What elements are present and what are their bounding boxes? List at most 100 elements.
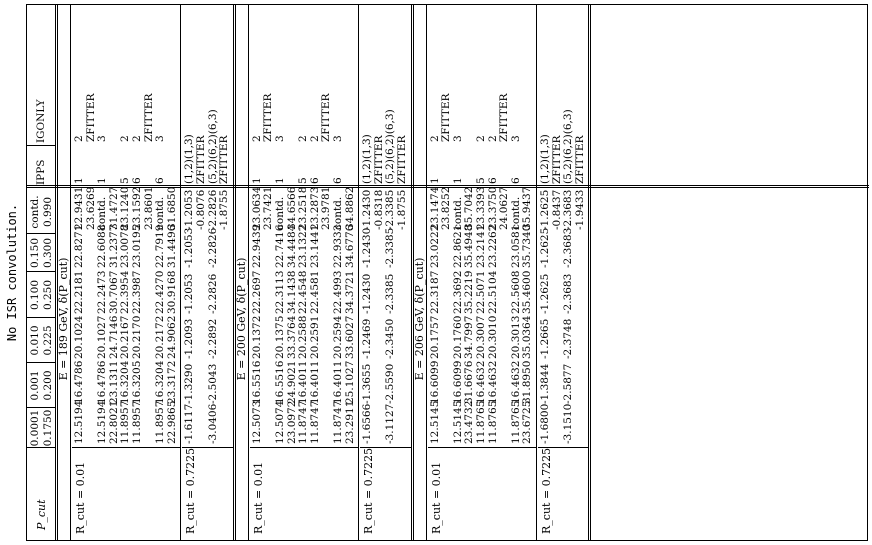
table-cell: 34.3721 (343, 270, 356, 314)
table-cell: 23.1240 (119, 186, 132, 230)
table-cell: 16.5516 (274, 360, 286, 404)
table-cell: 16.4786 (96, 360, 109, 404)
ipps-cell: (5,2)(6,2)(6,3) (562, 109, 575, 184)
table-cell: 12.5074 (274, 400, 286, 444)
pcut-value-bottom: 0.250 (42, 279, 54, 311)
table-cell: 23.0195 (131, 224, 143, 268)
table-cell: 24.7146 (107, 315, 120, 359)
ipps-cell: 5 (119, 177, 132, 184)
table-cell: 22.7416 (274, 224, 286, 268)
table-cell: 35.2219 (463, 270, 476, 314)
table-cell: 23.2141 (475, 224, 487, 268)
table-cell: contd. (154, 196, 167, 230)
table-cell: 31.2377 (107, 224, 120, 268)
table-cell: 16.6099 (451, 360, 464, 404)
table-cell: -1.2430 (361, 189, 374, 230)
table-cell: 11.8957 (131, 400, 143, 444)
table-cell: -2.5877 (562, 363, 575, 404)
rcut-label: R_cut = 0.01 (74, 461, 87, 534)
ipps-cell: 1 (451, 177, 464, 184)
table-cell: 11.8957 (154, 400, 167, 444)
table-cell: 22.9439 (250, 224, 263, 268)
table-cell: 22.5071 (475, 270, 487, 314)
table-cell: 22.8021 (107, 400, 120, 444)
table-cell: -2.5590 (384, 363, 397, 404)
table-cell: 23.1441 (308, 224, 321, 268)
ipps-cell: 6 (486, 177, 499, 184)
ipps-cell: 1 (428, 177, 441, 184)
table-cell: 11.8765 (475, 400, 487, 444)
table-cell: 31.8950 (521, 360, 534, 404)
table-cell: 23.0581 (509, 224, 522, 268)
table-cell: -1.3844 (539, 363, 551, 404)
table-cell: -2.2892 (206, 318, 219, 359)
table-cell: contd. (332, 196, 344, 230)
ipps-cell: 5 (475, 177, 487, 184)
table-cell: 20.1024 (73, 315, 85, 359)
table-cell: 23.3172 (165, 360, 178, 404)
pcut-value-top: contd. (29, 195, 41, 229)
rcut-label: R_cut = 0.7225 (540, 447, 553, 534)
table-cell: 16.3204 (119, 360, 132, 404)
ipps-cell: (1,2)(1,3) (539, 134, 551, 184)
table-cell: 22.2181 (73, 270, 85, 314)
table-cell: 24.9021 (285, 360, 298, 404)
pcut-value-top: 0.001 (29, 370, 41, 401)
pcut-value-bottom: 0.200 (42, 370, 54, 401)
table-cell: -2.3683 (562, 189, 575, 230)
ipps-cell: (1,2)(1,3) (183, 134, 196, 184)
ipps-cell: 1 (250, 177, 263, 184)
table-cell: 35.4600 (521, 270, 534, 314)
table-cell: -1.2430 (361, 273, 374, 314)
table-cell: -2.3683 (562, 227, 575, 268)
column-rule (427, 447, 536, 448)
igonly-cell: 2 (250, 135, 263, 142)
ipps-cell: 6 (308, 177, 321, 184)
table-cell: 22.9333 (332, 224, 344, 268)
table-cell: -2.3748 (562, 318, 575, 359)
ipps-cell: ZFITTER (195, 135, 207, 184)
column-rule (27, 145, 55, 146)
pcut-value-top: 0.100 (29, 279, 41, 311)
table-cell: 20.1372 (250, 315, 263, 359)
igonly-cell: 2 (297, 135, 310, 142)
table-cell: -3.1127 (384, 403, 397, 444)
table-cell: 16.3204 (154, 360, 167, 404)
rule-line (536, 5, 537, 540)
table-cell: 23.8252 (440, 186, 453, 230)
table-cell: 23.0222 (428, 224, 441, 268)
table-cell: 23.8601 (142, 186, 155, 230)
column-rule (27, 233, 55, 234)
igonly-cell: 2 (119, 135, 132, 142)
table-cell: 11.8747 (308, 400, 321, 444)
ipps-cell: (1,2)(1,3) (361, 134, 374, 184)
igonly-cell: 2 (475, 135, 487, 142)
table-cell: contd. (274, 196, 286, 230)
table-cell: -1.2625 (539, 273, 551, 314)
ipps-cell: 1 (274, 177, 286, 184)
table-cell: 22.4581 (308, 270, 321, 314)
table-cell: 34.8862 (343, 186, 356, 230)
table-cell: 23.1474 (428, 186, 441, 230)
table-cell: 23.0078 (119, 224, 132, 268)
table-cell: -2.2826 (206, 227, 219, 268)
table-cell: -1.6566 (361, 403, 374, 444)
table-cell: 30.7067 (107, 270, 120, 314)
table-cell: 16.3205 (131, 360, 143, 404)
table-cell: -2.2826 (206, 273, 219, 314)
table-cell: 23.3393 (475, 186, 487, 230)
igonly-cell: 2 (428, 135, 441, 142)
igonly-cell: 3 (96, 135, 109, 142)
table-cell: 35.7340 (521, 224, 534, 268)
table-cell: 22.4548 (297, 270, 310, 314)
column-rule (249, 447, 359, 448)
table-cell: -0.8437 (550, 189, 563, 230)
table-cell: 33.3764 (285, 315, 298, 359)
table-cell: 34.1438 (285, 270, 298, 314)
column-rule (27, 447, 55, 448)
table-cell: -1.3290 (183, 363, 196, 404)
table-cell: 16.4011 (297, 360, 310, 404)
table-cell: -1.2093 (183, 318, 196, 359)
table-cell: 16.4786 (73, 360, 85, 404)
table-cell: 22.6088 (96, 224, 109, 268)
